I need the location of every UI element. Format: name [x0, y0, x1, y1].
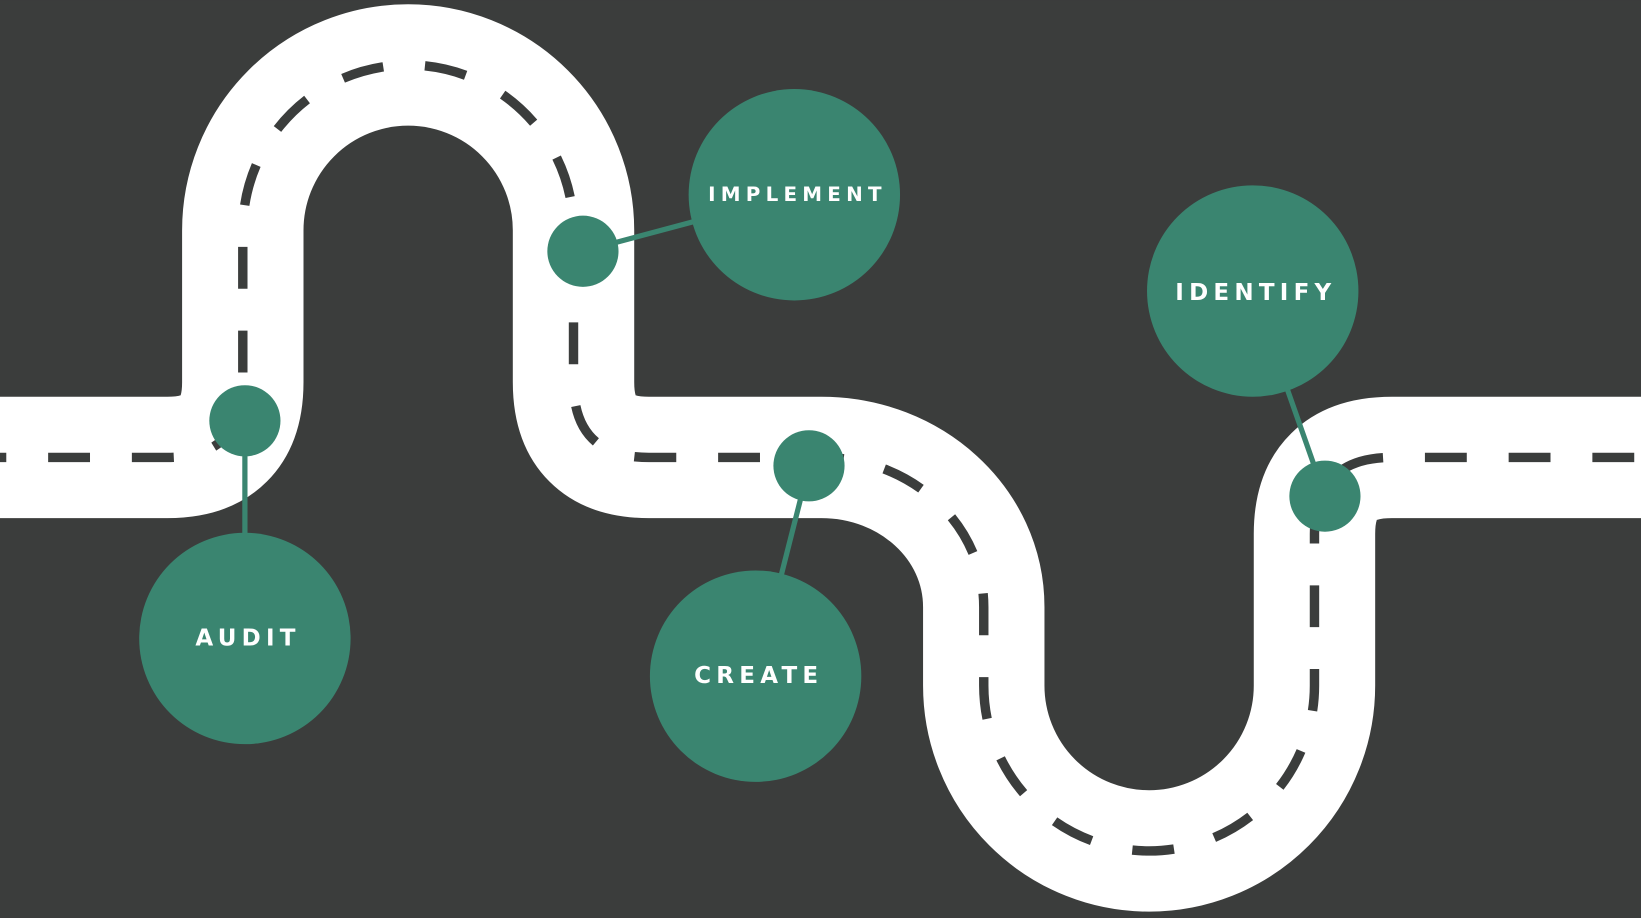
- milestone-dot-audit: [209, 385, 281, 457]
- step-circle-create: [649, 570, 862, 782]
- step-label-audit: AUDIT: [195, 625, 300, 651]
- step-circle-audit: [139, 532, 351, 745]
- step-label-create: CREATE: [694, 663, 823, 689]
- milestone-dot-implement: [547, 215, 619, 287]
- milestone-dot-identify: [1289, 460, 1361, 532]
- step-label-identify: IDENTIFY: [1175, 280, 1336, 306]
- step-circle-identify: [1147, 185, 1359, 397]
- step-label-implement: IMPLEMENT: [708, 183, 887, 206]
- milestone-dot-create: [773, 430, 845, 502]
- step-circle-implement: [688, 89, 901, 301]
